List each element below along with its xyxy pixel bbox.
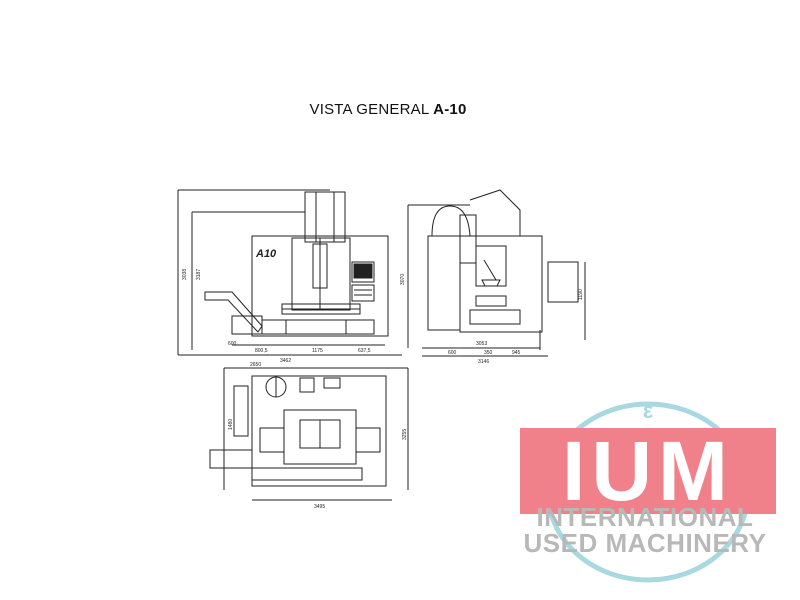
- side-dim-d: 3053: [476, 341, 487, 347]
- front-brand-mark: A10: [255, 248, 277, 260]
- front-dim-height2: 3187: [196, 269, 202, 280]
- front-column-top: [304, 191, 346, 243]
- side-view: [407, 189, 586, 357]
- top-footprint: [251, 375, 387, 487]
- side-dim-b: 350: [484, 350, 493, 356]
- side-dim-table: 1190: [578, 289, 584, 300]
- front-dim-left: 600: [228, 341, 237, 347]
- logo-text-used-machinery: USED MACHINERY: [523, 528, 767, 558]
- top-dim-width: 3495: [314, 504, 325, 510]
- side-dim-height: 3070: [400, 274, 406, 285]
- logo-graphic: ε: [520, 398, 776, 583]
- logo-red-band: [520, 428, 776, 514]
- side-guard-panel: [427, 235, 461, 331]
- side-dim-a: 600: [448, 350, 457, 356]
- side-dim-c: 945: [512, 350, 521, 356]
- side-electrical-cabinet: [547, 261, 579, 303]
- front-view: [177, 189, 402, 356]
- front-dim-height: 3038: [182, 269, 188, 280]
- front-dim-base-b: 1175: [312, 348, 323, 354]
- side-tool-tip: [481, 279, 501, 287]
- front-door-window: [291, 237, 351, 311]
- top-side-guard-left: [259, 427, 285, 453]
- front-base: [261, 319, 375, 335]
- logo-text-international: INTERNATIONAL: [536, 502, 754, 532]
- front-dim-base-c: 637,5: [358, 348, 371, 354]
- front-dim-base-a: 800,5: [255, 348, 268, 354]
- page-title: VISTA GENERAL A-10: [0, 101, 776, 118]
- top-dim-top: 2650: [250, 362, 261, 368]
- front-control-keys: [351, 284, 375, 302]
- front-chip-conveyor: [204, 291, 263, 333]
- ium-logo: ε IUM: [510, 390, 790, 590]
- title-model: A-10: [433, 101, 467, 118]
- top-coolant-tank: [233, 385, 249, 437]
- logo-symbol-icon: ε: [643, 398, 654, 423]
- top-front-base: [251, 467, 363, 481]
- side-cable-arm: [469, 189, 521, 236]
- front-dim-width: 3462: [280, 358, 291, 364]
- front-control-screen: [351, 261, 375, 283]
- side-table: [475, 295, 507, 307]
- top-head-cover: [323, 377, 341, 389]
- side-head-cover: [431, 205, 471, 237]
- top-dim-depth: 3255: [402, 429, 408, 440]
- top-chip-conveyor: [209, 449, 253, 469]
- top-side-guard-right: [355, 427, 381, 453]
- front-control-display: [353, 263, 373, 279]
- logo-letters: IUM: [562, 424, 734, 518]
- title-prefix: VISTA GENERAL: [309, 101, 434, 118]
- side-saddle: [469, 309, 521, 325]
- side-dim-depth: 3146: [478, 359, 489, 365]
- top-head: [299, 377, 315, 393]
- top-dim-left: 1480: [228, 419, 234, 430]
- top-view: [209, 367, 409, 501]
- front-enclosure: [251, 235, 389, 337]
- side-enclosure: [459, 235, 543, 333]
- side-tool: [483, 259, 497, 281]
